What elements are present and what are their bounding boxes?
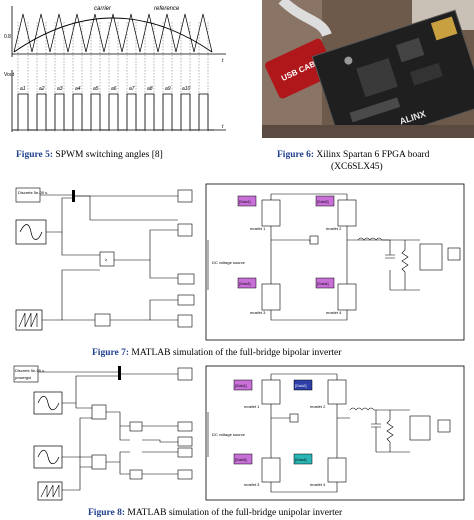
goto-tag <box>315 277 335 289</box>
scope-block <box>177 367 193 381</box>
goto-tag-text: [Goto2] <box>317 200 329 204</box>
pulse-label: a10 <box>182 86 191 92</box>
mosfet-label: mosfet 4 <box>310 482 326 487</box>
mux-bar <box>118 366 121 380</box>
pulse-label: a7 <box>129 86 135 92</box>
goto-block <box>177 436 193 447</box>
pulse-label: a9 <box>165 86 171 92</box>
goto-tag-text: [Goto3] <box>239 282 251 286</box>
figure8-simulink-diagram: Discrete 5e-05 s. powergui DC voltage so… <box>10 362 468 504</box>
compare-block <box>91 454 107 470</box>
const-block-text: Discrete 5e-05 s. <box>15 368 45 373</box>
figure5-caption: Figure 5: SPWM switching angles [8] <box>16 150 163 160</box>
figure7-caption: Figure 7: MATLAB simulation of the full-… <box>92 348 341 358</box>
figure7-label: Figure 7: <box>92 348 130 358</box>
spwm-chart: 0.8 carrier reference t Vout t <box>4 6 226 132</box>
output-filter <box>309 235 461 291</box>
carrier-wave <box>13 13 213 53</box>
pulse-label: a2 <box>39 86 45 92</box>
goto-tag-text: [Goto1] <box>235 384 247 388</box>
figure8-label: Figure 8: <box>88 508 126 518</box>
pulse-label: a4 <box>75 86 81 92</box>
pcb-board: ALINX <box>311 9 474 138</box>
power-stage-frame <box>205 365 465 501</box>
mosfet-label: mosfet 2 <box>326 226 342 231</box>
goto-tag <box>237 195 257 207</box>
mosfet-label: mosfet 1 <box>250 226 266 231</box>
goto-tag-text: [Goto1] <box>239 200 251 204</box>
switching-guides <box>17 22 209 132</box>
figure5-label: Figure 5: <box>16 150 54 160</box>
figure5-caption-text: SPWM switching angles [8] <box>55 150 163 160</box>
goto-block <box>177 273 195 285</box>
figure8-caption: Figure 8: MATLAB simulation of the full-… <box>88 508 342 518</box>
reference-wave <box>13 17 213 53</box>
dc-source-label: DC voltage source <box>212 432 246 437</box>
pulse-label: a5 <box>93 86 99 92</box>
goto-tag-text: [Goto3] <box>235 458 247 462</box>
mosfet-group <box>261 373 451 493</box>
dc-source-label: DC voltage source <box>212 260 246 265</box>
goto-tag <box>315 195 335 207</box>
power-stage-frame <box>205 183 465 341</box>
pulse-train <box>14 93 214 131</box>
not-block <box>94 313 111 327</box>
figure5-spwm-plot: 0.8 carrier reference t Vout t <box>4 2 232 142</box>
pulse-label: a8 <box>147 86 153 92</box>
figure6-label: Figure 6: <box>277 150 315 160</box>
figure8-caption-text: MATLAB simulation of the full-bridge uni… <box>127 508 343 518</box>
figure7-caption-text: MATLAB simulation of the full-bridge bip… <box>131 348 342 358</box>
mosfet-label: mosfet 3 <box>244 482 260 487</box>
mosfet-label: mosfet 4 <box>326 310 342 315</box>
scope-block <box>177 223 193 237</box>
mosfet-label: mosfet 1 <box>244 404 260 409</box>
powergui-label: powergui <box>15 375 31 380</box>
powergui-block <box>13 365 39 383</box>
scope-block <box>177 189 193 203</box>
goto-tag-text: [Goto4] <box>295 458 307 462</box>
goto-tag-text: [Goto4] <box>317 282 329 286</box>
svg-text:≥: ≥ <box>105 257 108 262</box>
scope-block <box>177 314 193 328</box>
pulse-label: a6 <box>111 86 117 92</box>
goto-tag <box>293 453 313 465</box>
goto-tag-text: [Goto2] <box>295 384 307 388</box>
const-block-text: Discrete 5e-05 s. <box>18 190 48 195</box>
goto-tag <box>293 379 313 391</box>
mosfet-group <box>261 193 390 321</box>
mosfet-label: mosfet 2 <box>310 404 326 409</box>
y-top-label: 0.8 <box>4 34 11 40</box>
pulse-label: a3 <box>57 86 63 92</box>
t-label-bottom: t <box>222 124 224 130</box>
goto-block <box>177 469 193 480</box>
figure7-simulink-diagram: Discrete 5e-05 s. ≥ <box>10 180 468 344</box>
goto-tag <box>233 379 253 391</box>
fpga-board-photo: USB CABLE ALINX <box>262 0 474 138</box>
figure6-caption-text: Xilinx Spartan 6 FPGA board <box>316 150 430 160</box>
goto-block <box>177 421 193 432</box>
goto-tag <box>237 277 257 289</box>
carrier-label: carrier <box>94 6 112 12</box>
pulse-label: a1 <box>20 86 26 92</box>
figure6-caption-line1: Figure 6: Xilinx Spartan 6 FPGA board <box>277 150 429 160</box>
carrier-block <box>15 309 43 331</box>
not-block <box>129 469 143 480</box>
compare-block <box>99 251 115 267</box>
goto-block <box>177 447 193 458</box>
reference-label: reference <box>154 6 180 12</box>
not-block <box>129 421 143 432</box>
y-bottom-label: Vout <box>4 72 15 78</box>
mosfet-label: mosfet 3 <box>250 310 266 315</box>
t-label-top: t <box>222 58 224 64</box>
figure6-caption-line2: (XC6SLX45) <box>331 162 383 172</box>
goto-tag <box>233 453 253 465</box>
mux-bar <box>72 190 75 202</box>
goto-block <box>177 294 195 306</box>
compare-block <box>91 404 107 420</box>
